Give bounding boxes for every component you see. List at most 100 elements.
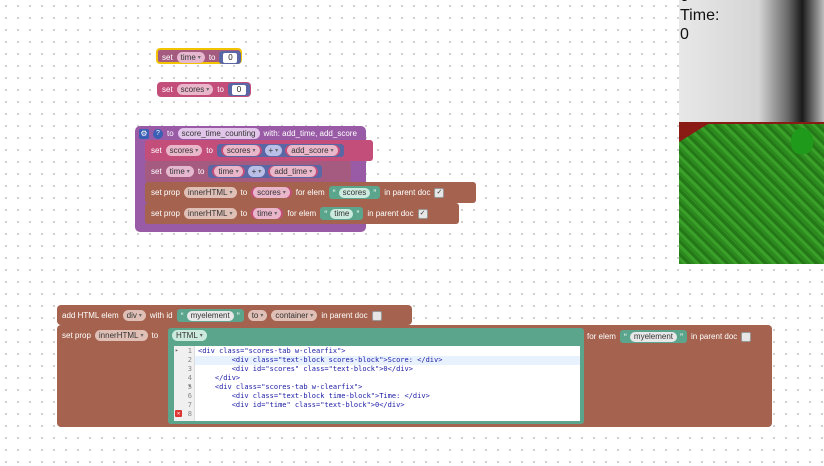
element-type-dropdown[interactable]: div▾ [122, 310, 146, 321]
for-elem-keyword: for elem [295, 188, 325, 197]
procedure-params-label: with: add_time, add_score [263, 129, 357, 138]
math-add-block[interactable]: scores▾ +▾ add_score▾ [216, 144, 344, 157]
variable-dropdown-time[interactable]: time▾ [176, 52, 205, 63]
set-time-block[interactable]: set time▾ to 0 [156, 48, 242, 64]
variable-dropdown[interactable]: add_time▾ [270, 166, 317, 177]
number-value[interactable]: 0 [223, 52, 238, 63]
in-parent-doc-checkbox[interactable] [741, 331, 752, 342]
set-scores-sum-block[interactable]: set scores▾ to scores▾ +▾ add_score▾ [145, 140, 373, 161]
variable-dropdown-scores[interactable]: scores▾ [165, 145, 203, 156]
game-preview[interactable]: 0 Time: 0 [679, 0, 824, 264]
property-dropdown[interactable]: innerHTML▾ [94, 330, 148, 341]
string-block-id[interactable]: “ myelement ” [176, 309, 244, 322]
number-block[interactable]: 0 [219, 51, 242, 64]
variable-dropdown-scores[interactable]: scores▾ [176, 84, 214, 95]
number-block[interactable]: 0 [227, 83, 250, 96]
string-block-time[interactable]: “ time ” [320, 207, 364, 220]
string-value[interactable]: myelement [629, 331, 678, 342]
container-dropdown[interactable]: container▾ [271, 310, 318, 321]
variable-dropdown[interactable]: time▾ [253, 208, 282, 219]
fold-arrow-icon[interactable]: ▸ [175, 347, 179, 354]
variable-dropdown[interactable]: add_score▾ [287, 145, 338, 156]
html-type-dropdown[interactable]: HTML▾ [172, 330, 207, 341]
quote-open-icon: “ [623, 331, 627, 342]
code-line[interactable]: </div> [198, 374, 241, 382]
set-time-sum-block[interactable]: set time▾ to time▾ +▾ add_time▾ [145, 161, 351, 182]
set-prop-time-block[interactable]: set prop innerHTML▾ to time▾ for elem “ … [145, 203, 459, 224]
set-prop-keyword: set prop [151, 209, 180, 218]
in-parent-doc-keyword: in parent doc [321, 311, 368, 320]
code-line[interactable]: <div class="text-block time-block">Time:… [198, 392, 430, 400]
in-parent-doc-keyword: in parent doc [367, 209, 414, 218]
code-editor[interactable]: 1 2 3 4 5 6 7 8 ▸ ▾ ✕ <div class="scores… [174, 346, 580, 421]
set-scores-block[interactable]: set scores▾ to 0 [157, 82, 251, 97]
variable-get-time[interactable]: time▾ [212, 166, 245, 177]
variable-get-scores[interactable]: scores▾ [251, 187, 292, 198]
chevron-down-icon: ▾ [186, 169, 190, 175]
active-line-highlight [195, 356, 580, 365]
chevron-down-icon: ▾ [258, 169, 262, 175]
variable-get-add-score[interactable]: add_score▾ [285, 145, 340, 156]
line-number: 3 [187, 365, 192, 373]
string-value[interactable]: myelement [186, 310, 234, 321]
to-keyword: to [197, 167, 205, 176]
quote-close-icon: ” [356, 208, 360, 219]
variable-get-time[interactable]: time▾ [251, 208, 284, 219]
in-parent-doc-checkbox[interactable]: ✓ [434, 187, 445, 198]
code-line[interactable]: <div class="scores-tab w-clearfix"> [198, 383, 363, 391]
to-dropdown[interactable]: to▾ [247, 310, 268, 321]
chevron-down-icon: ▾ [309, 169, 313, 175]
variable-dropdown[interactable]: scores▾ [253, 187, 290, 198]
math-add-block[interactable]: time▾ +▾ add_time▾ [208, 165, 323, 178]
operator-dropdown[interactable]: +▾ [247, 166, 266, 177]
in-parent-doc-checkbox[interactable]: ✓ [417, 208, 428, 219]
chevron-down-icon: ▾ [140, 333, 144, 339]
variable-get-add-time[interactable]: add_time▾ [268, 166, 319, 177]
chevron-down-icon: ▾ [282, 190, 286, 196]
variable-get-scores[interactable]: scores▾ [220, 145, 262, 156]
quote-open-icon: “ [324, 208, 328, 219]
chevron-down-icon: ▾ [229, 211, 233, 217]
operator-dropdown[interactable]: +▾ [264, 145, 283, 156]
chevron-down-icon: ▾ [310, 313, 314, 319]
set-prop-scores-block[interactable]: set prop innerHTML▾ to scores▾ for elem … [145, 182, 476, 203]
variable-dropdown-time[interactable]: time▾ [165, 166, 194, 177]
chevron-down-icon: ▾ [330, 148, 334, 154]
to-keyword: to [167, 129, 174, 138]
add-html-elem-block[interactable]: add HTML elem div▾ with id “ myelement ”… [57, 305, 412, 325]
string-value[interactable]: time [330, 208, 354, 219]
to-keyword: to [217, 85, 224, 94]
variable-dropdown[interactable]: time▾ [214, 166, 243, 177]
code-line[interactable]: <div id="scores" class="text-block">0</d… [198, 365, 413, 373]
code-line[interactable]: <div class="scores-tab w-clearfix"> [198, 347, 346, 355]
to-keyword: to [240, 209, 248, 218]
string-value[interactable]: scores [338, 187, 371, 198]
gear-icon[interactable]: ⚙ [139, 128, 149, 139]
chevron-down-icon: ▾ [275, 148, 279, 154]
fold-arrow-icon[interactable]: ▾ [188, 383, 192, 390]
add-html-elem-keyword: add HTML elem [62, 311, 119, 320]
chevron-down-icon: ▾ [195, 148, 199, 154]
line-gutter [174, 346, 195, 421]
help-icon[interactable]: ? [153, 128, 163, 139]
property-dropdown[interactable]: innerHTML▾ [183, 208, 237, 219]
variable-dropdown[interactable]: scores▾ [222, 145, 260, 156]
to-keyword: to [151, 331, 159, 340]
chevron-down-icon: ▾ [252, 148, 256, 154]
line-number: 4 [187, 374, 192, 382]
number-value[interactable]: 0 [231, 84, 246, 95]
in-parent-doc-keyword: in parent doc [384, 188, 431, 197]
string-block-scores[interactable]: “ scores ” [328, 186, 381, 199]
time-value-text: 0 [680, 26, 689, 43]
code-line[interactable]: <div class="text-block scores-block">Sco… [198, 356, 443, 364]
in-parent-doc-checkbox[interactable] [371, 310, 382, 321]
line-number: 7 [187, 401, 192, 409]
for-elem-keyword: for elem [587, 332, 616, 341]
in-parent-doc-keyword: in parent doc [691, 332, 738, 341]
green-character [791, 128, 813, 154]
property-dropdown[interactable]: innerHTML▾ [183, 187, 237, 198]
code-line[interactable]: <div id="time" class="text-block">0</div… [198, 401, 405, 409]
line-number: 6 [187, 392, 192, 400]
string-block-elem[interactable]: “ myelement ” [619, 330, 688, 343]
procedure-name-field[interactable]: score_time_counting [177, 128, 260, 139]
